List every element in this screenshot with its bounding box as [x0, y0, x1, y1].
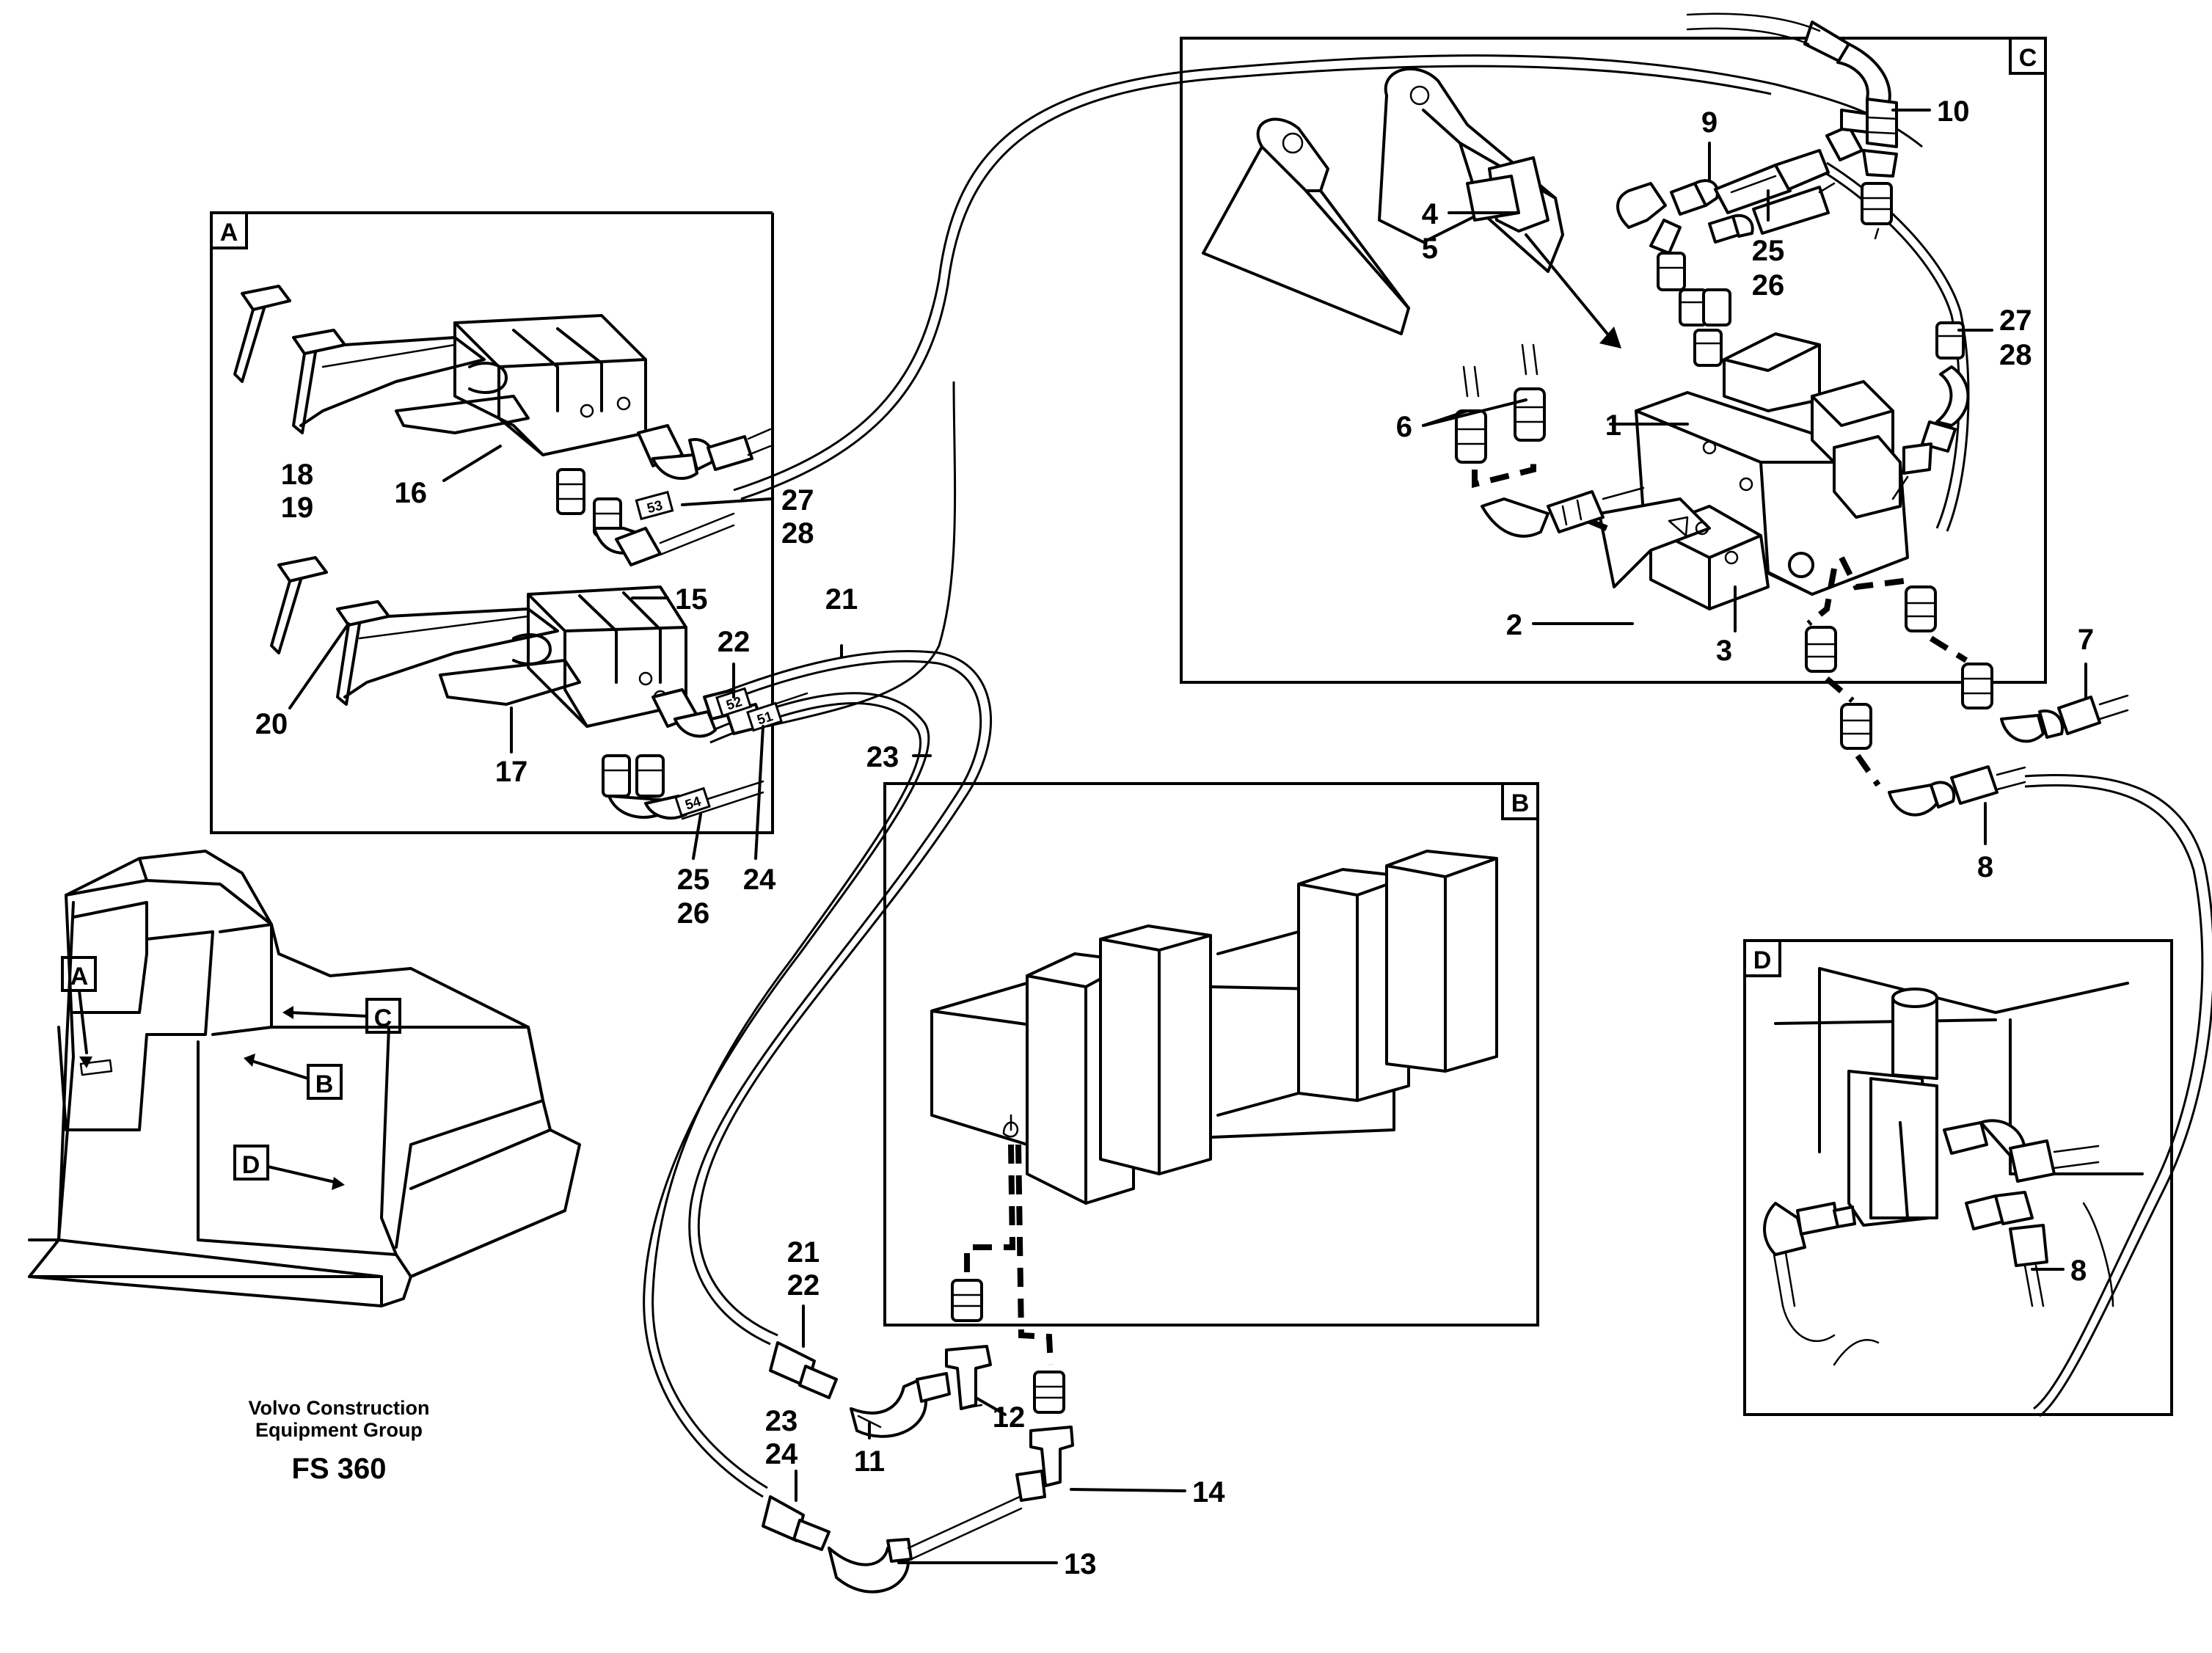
hose-tags: 53 52 51 54: [635, 490, 783, 817]
leader-lines: [288, 109, 2087, 1564]
brand-block: Volvo Construction Equipment Group FS 36…: [249, 1397, 430, 1485]
callout-5: 5: [1422, 233, 1438, 265]
callout-4: 4: [1422, 198, 1439, 230]
callout-19: 19: [281, 492, 314, 524]
callout-17: 17: [495, 756, 528, 788]
bottom-fittings: [762, 1144, 1074, 1594]
callout-7: 7: [2078, 624, 2094, 656]
callout-numbers: 1 2 3 4 5 6 7 8 8 9 10 11 12 13 14 15 16…: [255, 95, 2094, 1580]
overview-label-d: D: [242, 1151, 260, 1179]
callout-26-a: 26: [677, 897, 710, 930]
callout-26-c: 26: [1752, 269, 1785, 302]
callout-14: 14: [1192, 1476, 1225, 1508]
frame-c: C: [1180, 37, 2047, 684]
callout-12: 12: [993, 1401, 1026, 1434]
callout-22-a: 22: [718, 626, 751, 658]
callout-18: 18: [281, 459, 314, 491]
control-valve-body: [1561, 332, 1909, 610]
callout-23-a: 23: [866, 741, 899, 773]
frame-d: D: [1743, 939, 2173, 1416]
callout-16: 16: [395, 477, 428, 509]
callout-8-main: 8: [1977, 851, 1993, 883]
frame-label-c: C: [2019, 44, 2037, 72]
frame-b: B: [883, 782, 1539, 1327]
callout-8-detail: 8: [2070, 1255, 2087, 1287]
frame-label-a: A: [220, 219, 238, 247]
pedal-valve-upper: [233, 285, 647, 456]
callout-11: 11: [854, 1445, 885, 1478]
frame-a: A: [210, 211, 774, 834]
callout-9: 9: [1701, 106, 1718, 139]
callout-21-b: 21: [787, 1236, 820, 1269]
callout-25-a: 25: [677, 864, 710, 896]
callout-20: 20: [255, 708, 288, 740]
callout-24-a: 24: [743, 864, 776, 896]
overview-label-a: A: [70, 963, 89, 990]
brand-line-1: Volvo Construction: [249, 1397, 430, 1419]
machine-overview: A C B D: [28, 850, 581, 1307]
callout-24-b: 24: [765, 1438, 798, 1470]
callout-15: 15: [675, 583, 708, 616]
frame-label-b: B: [1511, 789, 1530, 817]
callout-3: 3: [1716, 635, 1732, 667]
hose-routing: [643, 54, 2212, 1498]
detail-d-assembly: [1763, 967, 2144, 1366]
callout-22-b: 22: [787, 1269, 820, 1302]
callout-27-a: 27: [781, 484, 814, 517]
pedal-valve-lower: [270, 556, 687, 728]
brand-line-2: Equipment Group: [255, 1419, 423, 1441]
callout-10: 10: [1937, 95, 1970, 128]
callout-27-c: 27: [1999, 304, 2032, 337]
bracket-mount: [1202, 67, 1621, 349]
callout-25-c: 25: [1752, 235, 1785, 267]
callout-23-b: 23: [765, 1405, 798, 1437]
callout-6: 6: [1396, 411, 1412, 443]
callout-2: 2: [1506, 609, 1522, 641]
callout-21-a: 21: [825, 583, 858, 616]
overview-label-c: C: [374, 1004, 393, 1032]
callout-1: 1: [1605, 409, 1621, 442]
figure-code: FS 360: [292, 1453, 387, 1485]
callout-13: 13: [1064, 1548, 1097, 1580]
callout-28-c: 28: [1999, 339, 2032, 371]
overview-label-b: B: [315, 1070, 334, 1098]
valve-bank: [930, 850, 1498, 1205]
frame-label-d: D: [1753, 946, 1772, 974]
callout-28-a: 28: [781, 517, 814, 550]
fittings-frame-c: [1455, 12, 2129, 817]
